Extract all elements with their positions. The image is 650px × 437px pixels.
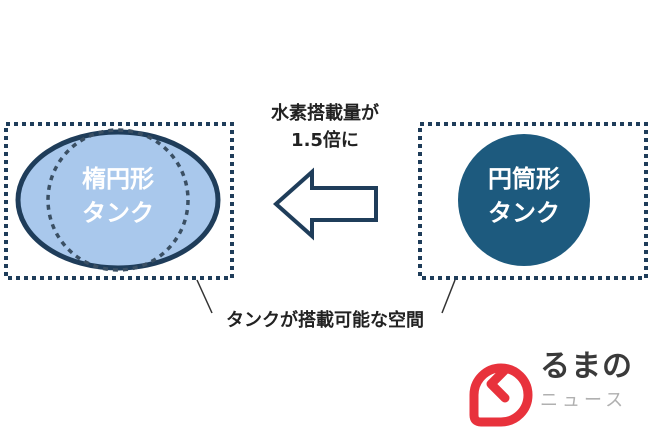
cylinder-tank-label-line2: タンク bbox=[488, 199, 560, 227]
ellipse-tank-shape bbox=[15, 129, 221, 271]
logo-main-text: るまの bbox=[540, 349, 633, 384]
cylinder-tank-shape bbox=[458, 134, 590, 266]
ellipse-tank-label-line2: タンク bbox=[82, 199, 154, 227]
logo-sub-text: ニュース bbox=[540, 390, 628, 411]
capacity-caption-line1: 水素搭載量が bbox=[271, 103, 379, 124]
ellipse-tank-label-line1: 楕円形 bbox=[82, 165, 154, 193]
connector-left bbox=[196, 279, 213, 314]
space-caption: タンクが搭載可能な空間 bbox=[226, 310, 424, 331]
connector-right bbox=[441, 279, 456, 314]
left-space-frame bbox=[4, 122, 234, 280]
kurumanews-logo-icon bbox=[469, 363, 533, 427]
arrow-left-icon bbox=[272, 167, 378, 241]
cylinder-tank-label: 円筒形 タンク bbox=[459, 162, 589, 230]
ellipse-inner-dashed-circle bbox=[46, 128, 190, 272]
cylinder-tank-label-line1: 円筒形 bbox=[488, 165, 560, 193]
ellipse-tank-label: 楕円形 タンク bbox=[38, 162, 198, 230]
capacity-caption: 水素搭載量が 1.5倍に bbox=[232, 100, 418, 154]
capacity-caption-line2: 1.5倍に bbox=[291, 130, 359, 151]
right-space-frame bbox=[418, 122, 648, 280]
